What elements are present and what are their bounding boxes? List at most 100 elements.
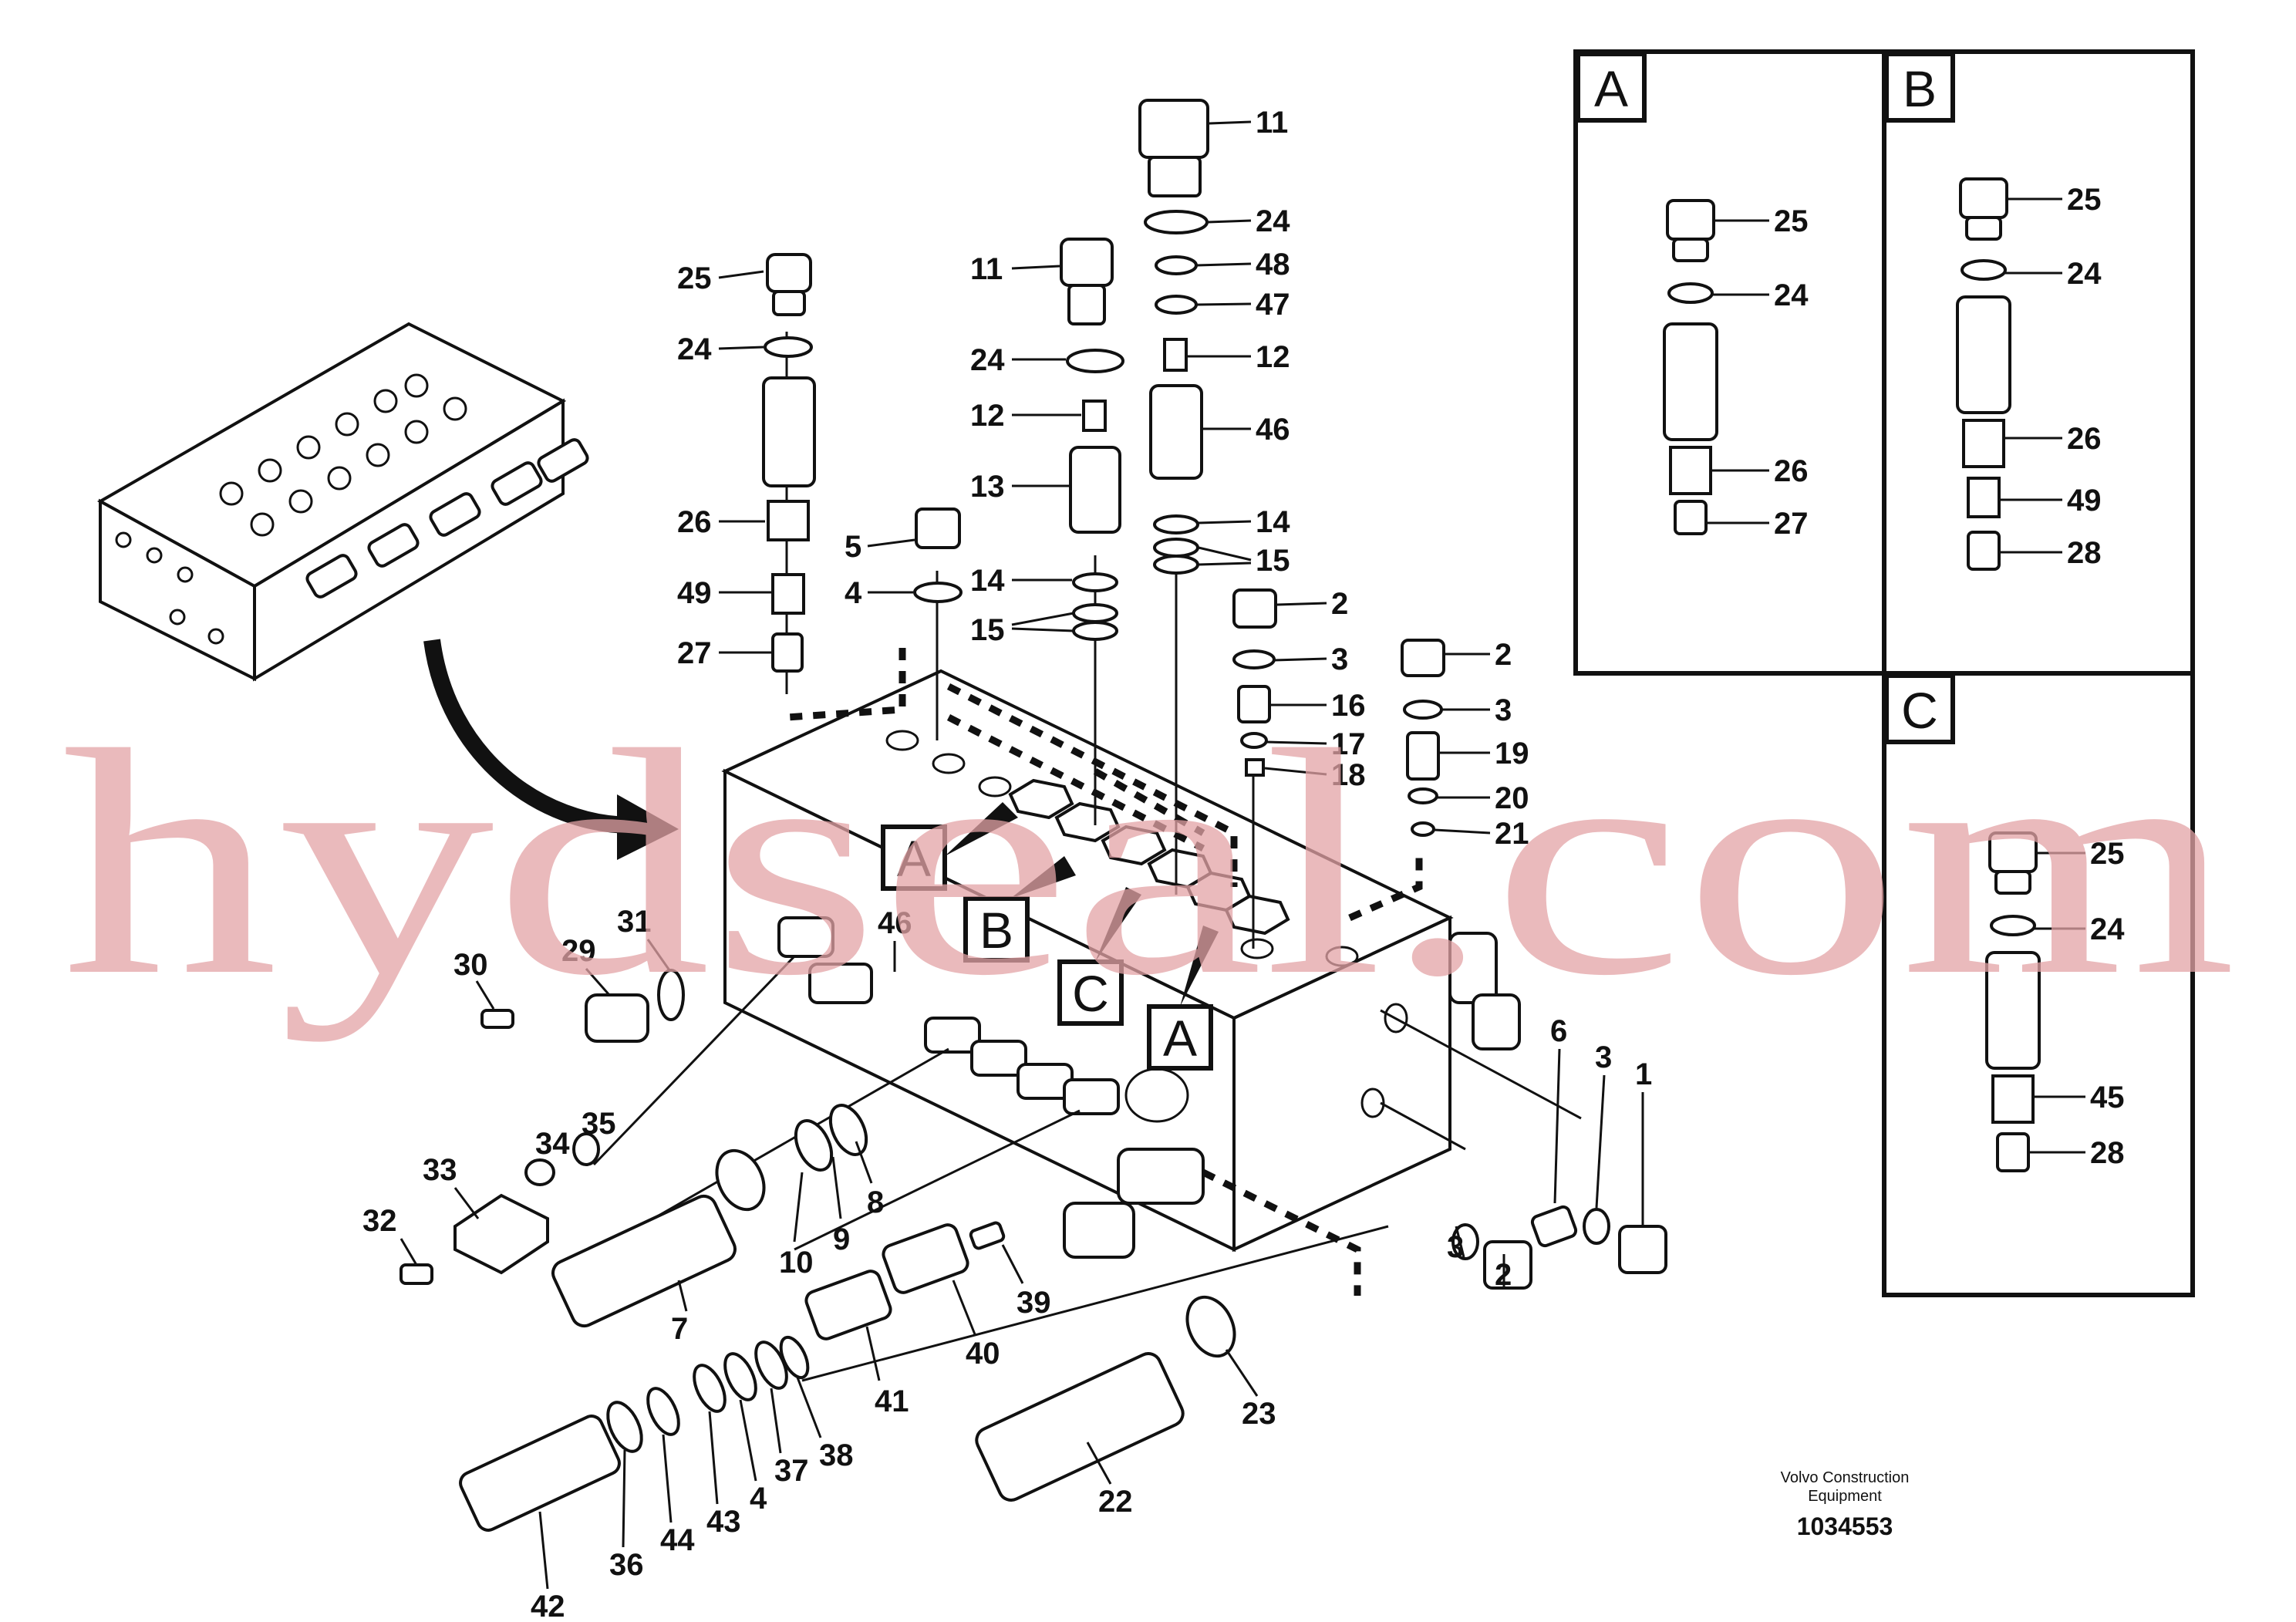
callout-23: 23 (1242, 1397, 1276, 1431)
callout-6: 6 (1550, 1014, 1567, 1048)
callout-29: 29 (561, 934, 596, 968)
callout-41: 41 (875, 1384, 909, 1418)
callout-48: 48 (1256, 248, 1290, 282)
detail-c-label-45: 45 (2090, 1081, 2125, 1114)
detail-view-a-title: A (1594, 60, 1628, 117)
callout-33: 33 (423, 1153, 457, 1187)
callout-22: 22 (1098, 1485, 1133, 1519)
callout-14a: 14 (970, 564, 1005, 598)
detail-c-label-25: 25 (2090, 837, 2125, 871)
callout-3c: 3 (1595, 1040, 1612, 1074)
watermark-text: hydseal.com (62, 683, 2237, 1043)
direction-arrow (423, 639, 679, 860)
detail-b-label-49: 49 (2067, 484, 2102, 518)
callout-17: 17 (1331, 727, 1366, 761)
callout-24b: 24 (970, 343, 1005, 377)
callout-26: 26 (677, 505, 712, 539)
callout-11b: 11 (1256, 106, 1288, 140)
relief-valve-22 (975, 1295, 1236, 1502)
view-tag-a-main: A (881, 824, 947, 891)
callout-25: 25 (677, 261, 712, 295)
callout-21: 21 (1495, 817, 1529, 851)
callout-2b: 2 (1495, 638, 1512, 672)
callout-3b: 3 (1495, 693, 1512, 727)
callout-8: 8 (867, 1185, 884, 1219)
callout-16: 16 (1331, 689, 1366, 723)
view-tag-a2-main-label: A (1163, 1010, 1197, 1067)
callout-43: 43 (706, 1505, 741, 1539)
detail-b-label-28: 28 (2067, 536, 2102, 570)
callout-37: 37 (774, 1454, 809, 1488)
callout-15b: 15 (1256, 544, 1290, 578)
callout-15a: 15 (970, 613, 1005, 647)
callout-38: 38 (819, 1438, 854, 1472)
side-parts-29-31 (480, 969, 685, 1043)
detail-view-c-title: C (1901, 682, 1938, 739)
callout-40: 40 (966, 1337, 1000, 1371)
detail-c-label-28: 28 (2090, 1136, 2125, 1170)
stack-5-4 (913, 508, 963, 603)
callout-24c: 24 (1256, 204, 1290, 238)
callout-12a: 12 (970, 399, 1005, 433)
view-tag-c-main-label: C (1072, 965, 1109, 1022)
detail-a-label-27: 27 (1774, 507, 1809, 541)
callout-46b: 46 (878, 906, 912, 940)
assembly-dashed-lines (786, 648, 1423, 1296)
callout-11a: 11 (970, 252, 1003, 286)
main-valve-block (721, 669, 1521, 1259)
detail-view-b-title: B (1903, 60, 1937, 117)
callout-44: 44 (660, 1523, 695, 1557)
detail-view-c: C 25 24 45 28 (1882, 671, 2195, 1297)
callout-39: 39 (1017, 1286, 1051, 1320)
callout-9: 9 (833, 1222, 850, 1256)
stack-2-16-17-18 (1232, 588, 1277, 777)
callout-30: 30 (453, 948, 488, 982)
spool-42-stack (459, 1335, 810, 1532)
callout-12b: 12 (1256, 340, 1290, 374)
detail-a-label-24: 24 (1774, 278, 1809, 312)
callouts: 25 24 26 49 27 5 4 11 24 12 13 14 15 11 … (362, 106, 1652, 1622)
flange-33 (400, 1132, 600, 1285)
detail-view-b: B 25 24 26 49 28 (1882, 49, 2195, 676)
callout-3a: 3 (1331, 642, 1348, 676)
detail-b-label-26: 26 (2067, 422, 2102, 456)
callout-19: 19 (1495, 737, 1529, 771)
callout-47: 47 (1256, 288, 1290, 322)
callout-35: 35 (582, 1107, 616, 1141)
callout-27: 27 (677, 636, 712, 670)
spool-parts-39-40-41 (804, 1221, 1006, 1340)
view-tag-c-main: C (1057, 959, 1124, 1026)
callout-31: 31 (617, 905, 652, 939)
callout-1: 1 (1635, 1057, 1652, 1091)
overview-valve-block (96, 322, 589, 682)
detail-a-label-25: 25 (1774, 204, 1809, 238)
view-tag-b-main-label: B (979, 902, 1013, 959)
detail-view-a: A 25 24 26 27 (1573, 49, 1886, 676)
view-tag-b-main: B (963, 896, 1030, 963)
callout-14b: 14 (1256, 505, 1290, 539)
view-tag-a-main-label: A (897, 830, 931, 887)
callout-24a: 24 (677, 332, 712, 366)
callout-49: 49 (677, 576, 712, 610)
callout-46a: 46 (1256, 413, 1290, 447)
callout-7: 7 (671, 1312, 688, 1346)
stack-11-to-15-left (1060, 238, 1124, 641)
callout-10: 10 (779, 1246, 814, 1280)
detail-c-label-24: 24 (2090, 912, 2125, 946)
stack-left-25-to-27 (762, 253, 816, 673)
callout-2a: 2 (1331, 587, 1348, 621)
callout-4b: 4 (750, 1482, 767, 1516)
callout-42: 42 (531, 1590, 565, 1622)
credit-block: Volvo Construction Equipment 1034553 (1781, 1469, 1910, 1540)
callout-4a: 4 (845, 576, 862, 610)
credit-line-1: Volvo Construction (1781, 1469, 1910, 1486)
stack-2-3-19-20-21 (1401, 639, 1445, 837)
callout-13: 13 (970, 470, 1005, 504)
callout-36: 36 (609, 1548, 644, 1582)
credit-line-2: Equipment (1808, 1488, 1882, 1505)
detail-a-label-26: 26 (1774, 454, 1809, 488)
leader-lines (585, 332, 1582, 1382)
callout-32: 32 (362, 1204, 397, 1238)
callout-34: 34 (535, 1127, 570, 1161)
